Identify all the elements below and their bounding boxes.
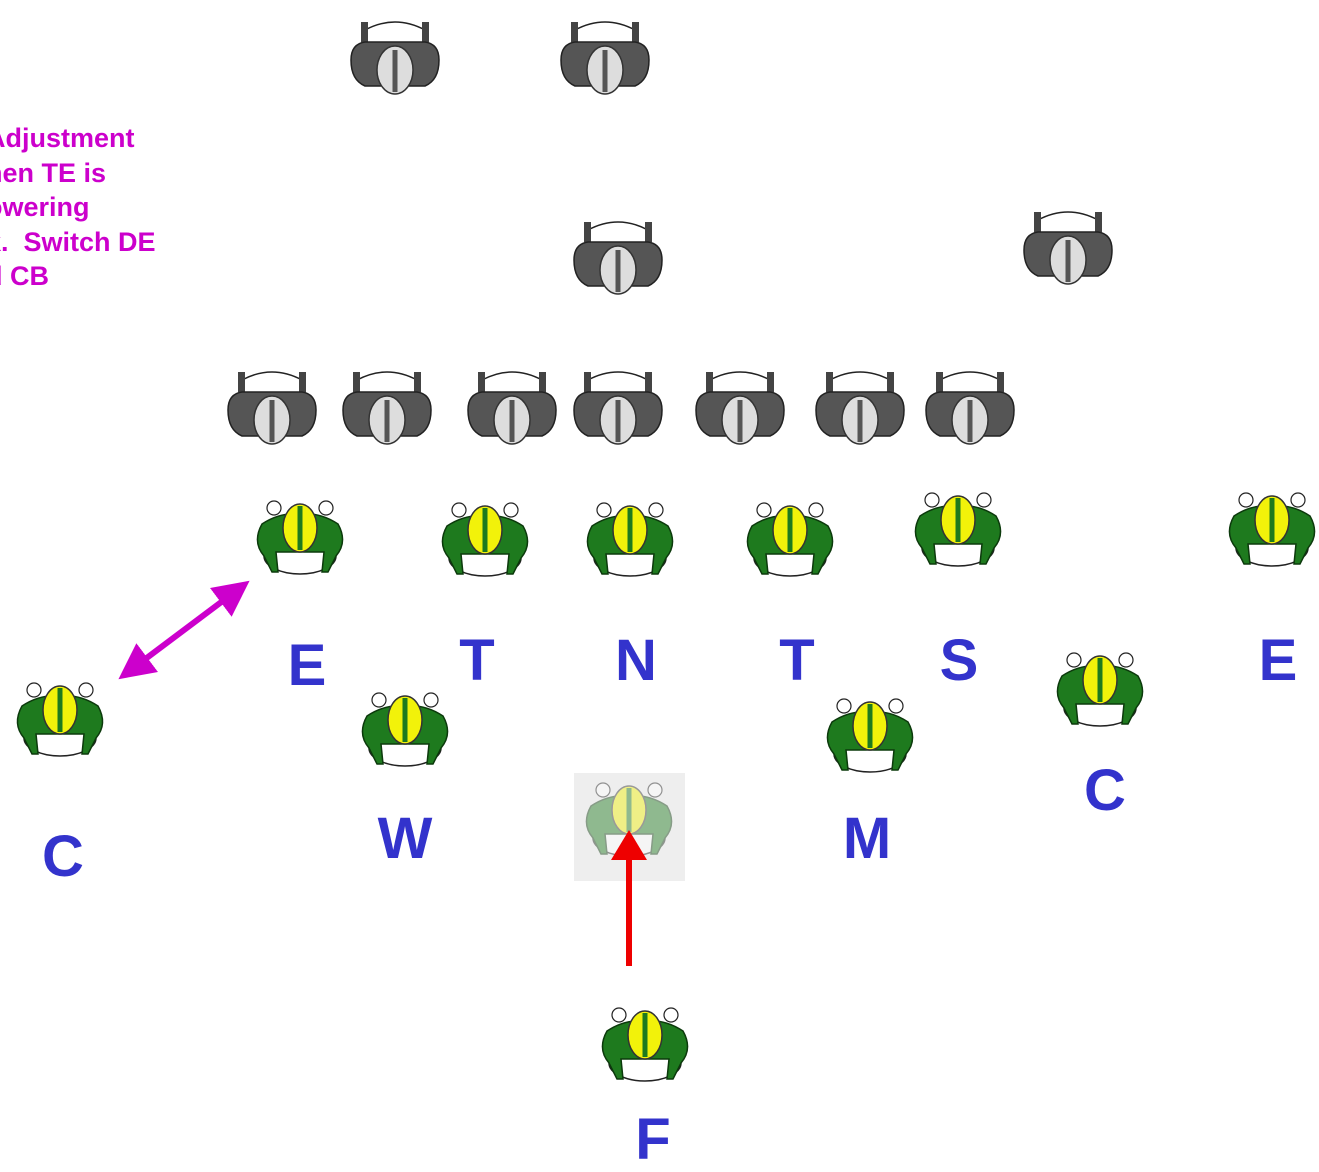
offense-players	[227, 21, 1113, 445]
defender-end-right	[1228, 492, 1316, 567]
defender-strongside-end	[914, 492, 1002, 567]
label-t-left: T	[459, 628, 495, 693]
switch-arrow	[118, 580, 250, 680]
defender-corner-left	[16, 682, 104, 757]
note-line-1: Adjustment	[0, 123, 135, 153]
note-line-4: k. Switch DE	[0, 226, 156, 257]
label-e-right: E	[1258, 628, 1298, 693]
label-f: F	[635, 1107, 671, 1172]
offense-quarterback	[573, 221, 663, 295]
defender-corner-right	[1056, 652, 1144, 727]
offense-lineman-7	[925, 371, 1015, 445]
adjustment-note: Adjustment hen TE is owering k. Switch D…	[0, 121, 286, 294]
defender-mike-backer	[826, 698, 914, 773]
label-t-right: T	[779, 628, 815, 693]
note-line-3: owering	[0, 192, 90, 222]
defender-nose	[586, 502, 674, 577]
defender-end-left	[256, 500, 344, 575]
label-c-left: C	[42, 824, 84, 889]
defender-tackle-right	[746, 502, 834, 577]
label-m: M	[842, 806, 892, 871]
defender-tackle-left	[441, 502, 529, 577]
label-c-right: C	[1084, 758, 1126, 823]
label-n: N	[615, 628, 657, 693]
offense-receiver	[1023, 211, 1113, 285]
offense-lineman-3	[467, 371, 557, 445]
offense-lineman-5	[695, 371, 785, 445]
offense-lineman-6	[815, 371, 905, 445]
defender-free-safety	[601, 1007, 689, 1082]
offense-lineman-4	[573, 371, 663, 445]
label-w: W	[377, 806, 433, 871]
note-line-5: d CB	[0, 261, 49, 291]
offense-lineman-1	[227, 371, 317, 445]
offense-lineman-2	[342, 371, 432, 445]
defender-will-backer	[361, 692, 449, 767]
label-s: S	[939, 628, 979, 693]
label-e-left: E	[287, 633, 327, 698]
note-line-2: hen TE is	[0, 157, 107, 188]
offense-back-right	[560, 21, 650, 95]
offense-back-left	[350, 21, 440, 95]
defense-players	[16, 492, 1316, 1082]
